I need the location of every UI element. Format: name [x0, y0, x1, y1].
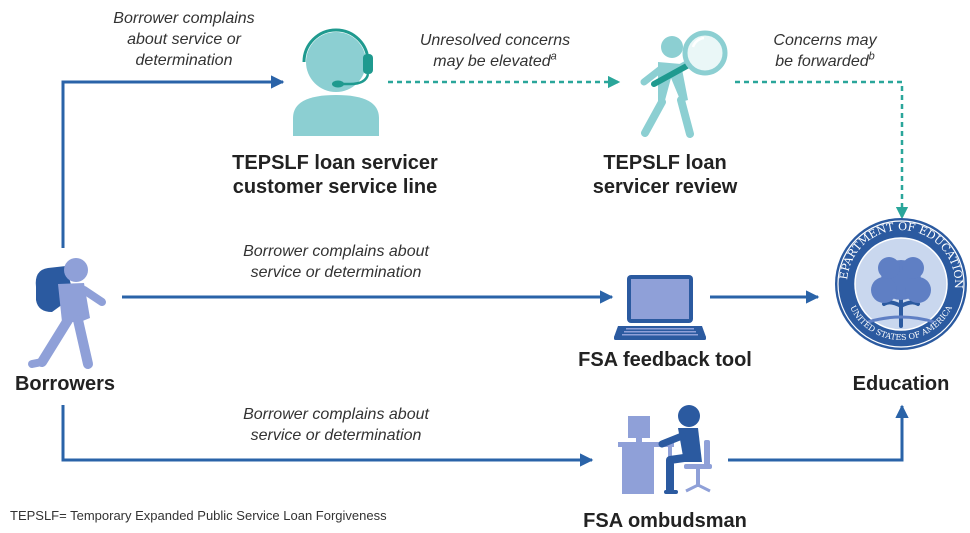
node-servicer-review-line2: servicer review: [592, 176, 738, 198]
node-education: Education: [852, 373, 950, 395]
node-servicer-review-line1: TEPSLF loan: [603, 152, 727, 174]
footnote: TEPSLF= Temporary Expanded Public Servic…: [10, 508, 387, 523]
arrow-ombudsman-to-education: [728, 404, 909, 462]
label-bottom-line1: Borrower complains about: [243, 406, 429, 423]
label-elevated: Unresolved concerns may be elevateda: [385, 30, 605, 72]
label-forwarded-line2-text: be forwarded: [775, 53, 869, 70]
label-bottom: Borrower complains about service or dete…: [206, 404, 466, 446]
node-servicer-line-line2: customer service line: [232, 176, 438, 198]
label-forwarded-line2: be forwardedb: [735, 51, 915, 72]
arrow-borrower-to-ombudsman: [61, 405, 594, 467]
label-top-left-line3: determination: [135, 52, 233, 69]
dashed-arrow-forwarded: [735, 80, 909, 220]
label-elevated-line2-text: may be elevated: [433, 53, 551, 70]
walking-borrower-icon: [28, 258, 106, 369]
footnote-marker-b: b: [868, 50, 875, 63]
label-top-left-line1: Borrower complains: [113, 10, 255, 27]
node-servicer-line: TEPSLF loan servicer customer service li…: [205, 151, 465, 199]
label-middle-line1: Borrower complains about: [243, 243, 429, 260]
label-forwarded-line1: Concerns may: [773, 32, 877, 49]
label-forwarded: Concerns may be forwardedb: [735, 30, 915, 72]
desk-worker-icon: [618, 405, 712, 494]
label-middle-line2: service or determination: [250, 264, 422, 281]
label-middle: Borrower complains about service or dete…: [206, 241, 466, 283]
node-servicer-review: TEPSLF loan servicer review: [575, 151, 755, 199]
arrow-borrower-to-servicer-line: [61, 75, 285, 248]
label-bottom-line2: service or determination: [250, 427, 422, 444]
node-feedback-tool: FSA feedback tool: [578, 349, 752, 371]
node-servicer-line-line1: TEPSLF loan servicer: [232, 152, 438, 174]
label-top-left: Borrower complains about service or dete…: [64, 8, 304, 71]
label-elevated-line1: Unresolved concerns: [419, 32, 571, 49]
node-borrowers: Borrowers: [14, 373, 116, 395]
label-elevated-line2: may be elevateda: [385, 51, 605, 72]
node-ombudsman: FSA ombudsman: [583, 510, 747, 532]
headset-agent-icon: [293, 28, 379, 136]
laptop-icon: [614, 275, 706, 340]
footnote-marker-a: a: [550, 50, 557, 63]
magnifier-person-icon: [640, 30, 728, 138]
label-top-left-line2: about service or: [127, 31, 241, 48]
